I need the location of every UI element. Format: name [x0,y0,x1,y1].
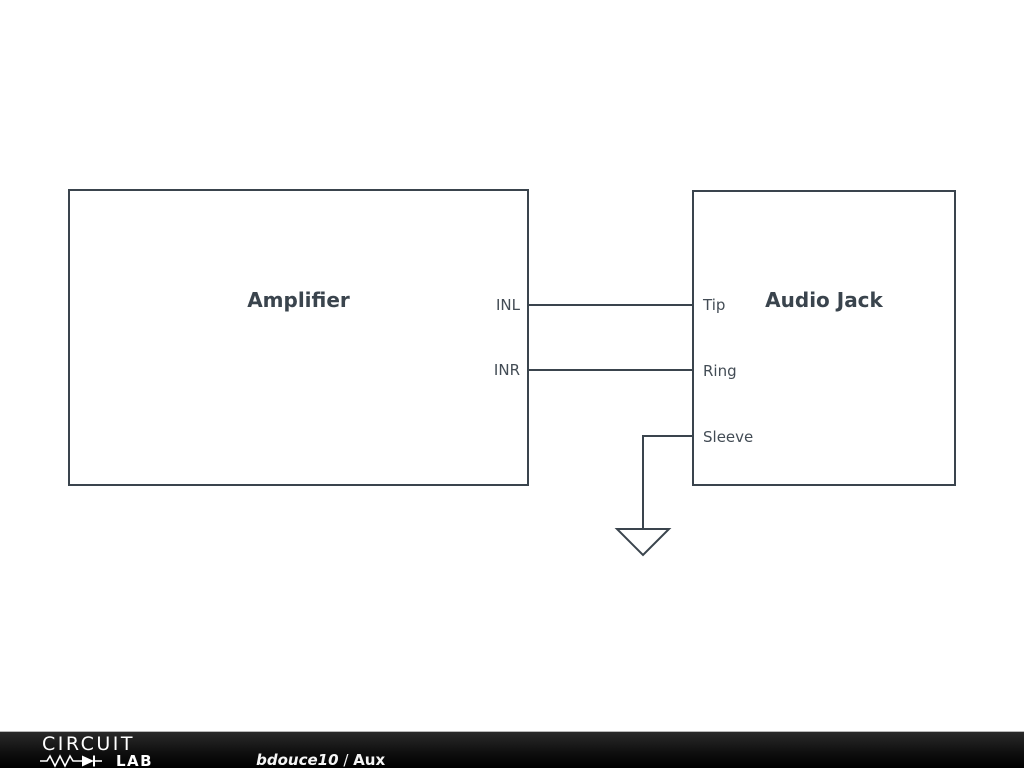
amplifier-block [68,189,529,486]
audio-jack-title: Audio Jack [765,288,883,312]
resistor-diode-icon [40,754,102,768]
footer-circuit-title: Aux [353,751,386,768]
footer-author: bdouce10 [256,751,339,768]
logo-symbol-row: LAB [40,754,153,768]
pin-label-inl: INL [495,296,520,314]
wire-sleeve-to-ground [642,435,694,529]
pin-label-sleeve: Sleeve [703,428,754,446]
pin-label-ring: Ring [703,362,737,380]
footer-text: bdouce10 / Aux http://circuitlab.com/c23… [218,733,536,768]
circuitlab-logo: CIRCUIT LAB [40,733,170,768]
logo-lab-text: LAB [116,752,154,768]
ground-symbol-icon [614,528,672,557]
logo-circuit-text: CIRCUIT [42,733,136,755]
pin-label-tip: Tip [703,296,726,314]
footer-separator: / [338,751,354,768]
amplifier-title: Amplifier [247,288,350,312]
audio-jack-block [692,190,956,486]
pin-label-inr: INR [493,361,520,379]
footer-attribution: bdouce10 / Aux [218,733,536,768]
footer-bar: CIRCUIT LAB bdouce10 / Aux http://circui… [0,731,1024,768]
